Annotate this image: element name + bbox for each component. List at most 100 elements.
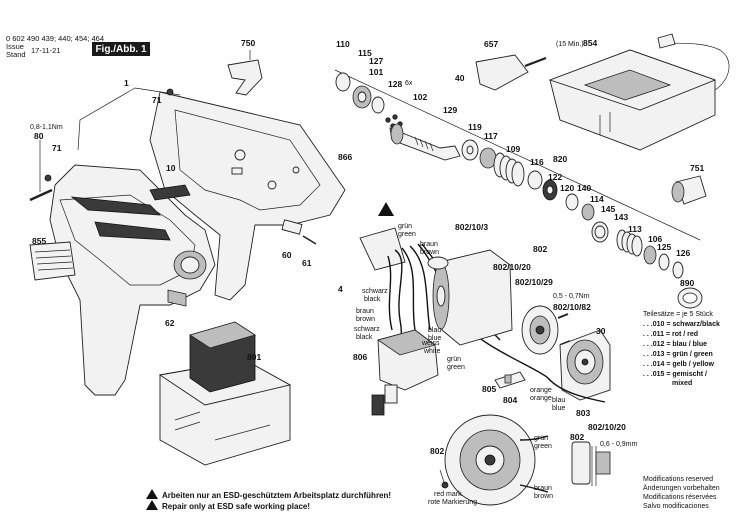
callout-866: 866 [338,152,352,162]
callout-106: 106 [648,234,662,244]
callout-109: 109 [506,144,520,154]
warning-triangle-icon [146,489,158,499]
callout-60: 60 [282,250,292,260]
wire-blau: blau [428,327,441,334]
callout-802-10-29: 802/10/29 [515,277,553,287]
callout-128: 128 [388,79,402,89]
assembly-axis [334,69,701,241]
wire-black2: black [356,334,373,341]
parts-set-title: Teilesätze = je 5 Stück [643,311,713,318]
callout-80: 80 [34,131,44,141]
callout-126: 126 [676,248,690,258]
parts-set-mixed: mixed [672,380,692,387]
wire-green3: green [534,443,552,450]
wire-blau2: blau [552,397,565,404]
brush-detail [571,441,591,485]
parts-set-013: . . .013 = grün / green [643,351,713,358]
wire-schwarz2: schwarz [354,326,380,333]
wire-brown3: brown [534,493,553,500]
wire-braun: braun [420,241,438,248]
callout-120: 120 [560,183,574,193]
ring-126 [672,261,684,279]
wire-braun3: braun [534,485,552,492]
sleeve-106 [643,245,657,265]
parts-set-015: . . .015 = gemischt / [643,371,707,378]
callout-115: 115 [358,48,372,58]
callout-117: 117 [484,131,498,141]
gap-note: 0,6 - 0,9mm [600,441,638,448]
footer-line-2: Änderungen vorbehalten [643,484,720,492]
callout-71a: 71 [152,95,162,105]
parts-set-014: . . .014 = gelb / yellow [643,361,715,368]
callout-143: 143 [614,212,628,222]
callout-140: 140 [577,183,591,193]
callout-122: 122 [548,172,562,182]
callout-40: 40 [455,73,465,83]
callout-854: 854 [583,38,597,48]
callout-10: 10 [166,163,176,173]
ring-110 [335,72,351,92]
callout-110: 110 [336,39,350,49]
brush-gap-detail [595,451,611,475]
callout-803: 803 [576,408,590,418]
part-140 [565,193,579,211]
callout-802-10-20b: 802/10/20 [588,422,626,432]
callout-750: 750 [241,38,255,48]
parts-set-012: . . .012 = blau / blue [643,341,707,348]
callout-802c: 802 [570,432,584,442]
parts-set-011: . . .011 = rot / red [643,331,698,338]
callout-657: 657 [484,39,498,49]
wire-gruen2: grün [447,356,461,363]
callout-125: 125 [657,242,671,252]
screw-82 [557,313,569,319]
callout-890: 890 [680,278,694,288]
part-101 [371,96,385,114]
wire-orange-en: orange [530,395,552,402]
footer-line-4: Salvo modificaciones [643,503,709,510]
spring-109 [493,152,525,187]
callout-802-10-20: 802/10/20 [493,262,531,272]
callout-751: 751 [690,163,704,173]
part-60 [281,219,303,235]
callout-806: 806 [353,352,367,362]
motor-bearing [427,256,449,270]
callout-801: 801 [247,352,261,362]
wire-brown2: brown [356,316,375,323]
housing-half-left [49,164,216,396]
wire-brown: brown [420,249,439,256]
key-657 [475,54,529,91]
leader-line [77,87,136,151]
callout-805: 805 [482,384,496,394]
part-61 [302,235,317,245]
callout-101: 101 [369,67,383,77]
wire-blue: blue [428,335,441,342]
screw [29,188,53,202]
torque2-note: 0,5 - 0,7Nm [553,293,590,300]
wire-braun2: braun [356,308,374,315]
charge-time: (15 Min.) [556,41,584,48]
red-mark-label: red mark [434,491,462,498]
switch-cover [149,184,191,201]
ring-125 [658,253,670,271]
wire-black: black [364,296,381,303]
belt-clip [227,59,263,96]
wire-gruen3: grün [534,435,548,442]
part-62 [167,289,187,307]
callout-71b: 71 [52,143,62,153]
stand-label: Stand [6,50,26,59]
torque-note: 0,8-1,1Nm [30,124,63,131]
doc-number: 0 602 490 439; 440; 454; 464 [6,34,105,43]
footer-line-3: Modifications réservées [643,494,717,501]
wire-green2: green [447,364,465,371]
esd-warning-de: Arbeiten nur an ESD-geschütztem Arbeitsp… [162,491,391,500]
callout-119: 119 [468,122,482,132]
wire-blue2: blue [552,405,565,412]
label-plate [29,241,76,281]
esd-triangle-icon [378,202,394,216]
issue-label: Issue [6,42,24,51]
screw-71 [44,174,52,182]
callout-129: 129 [443,105,457,115]
red-mark-label-de: rote Markierung [428,499,477,506]
callout-802-10-3: 802/10/3 [455,222,488,232]
